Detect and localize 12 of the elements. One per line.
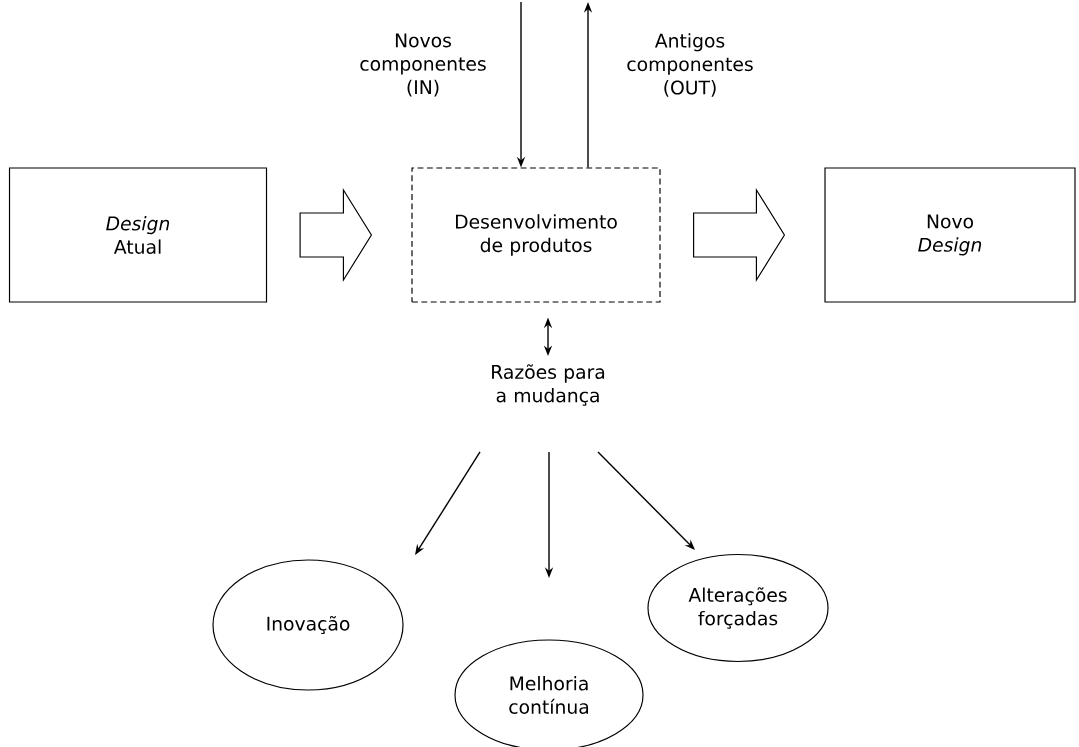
- edge-label: Antigos componentes (OUT): [618, 32, 762, 98]
- ellipse-node: Inovação: [212, 559, 404, 691]
- edge-label: Novos componentes (IN): [351, 32, 495, 98]
- node-text: Razões para a mudança: [492, 364, 605, 406]
- dashed-process-box: Desenvolvimento de produtos: [411, 167, 661, 303]
- arrow: [597, 451, 695, 550]
- block-arrow: [693, 187, 786, 283]
- arrow: [415, 451, 481, 555]
- process-box: Design Atual: [8, 167, 268, 303]
- block-arrow: [299, 187, 373, 283]
- process-box: Novo Design: [824, 167, 1076, 303]
- ellipse-node: Alterações forçadas: [647, 553, 829, 663]
